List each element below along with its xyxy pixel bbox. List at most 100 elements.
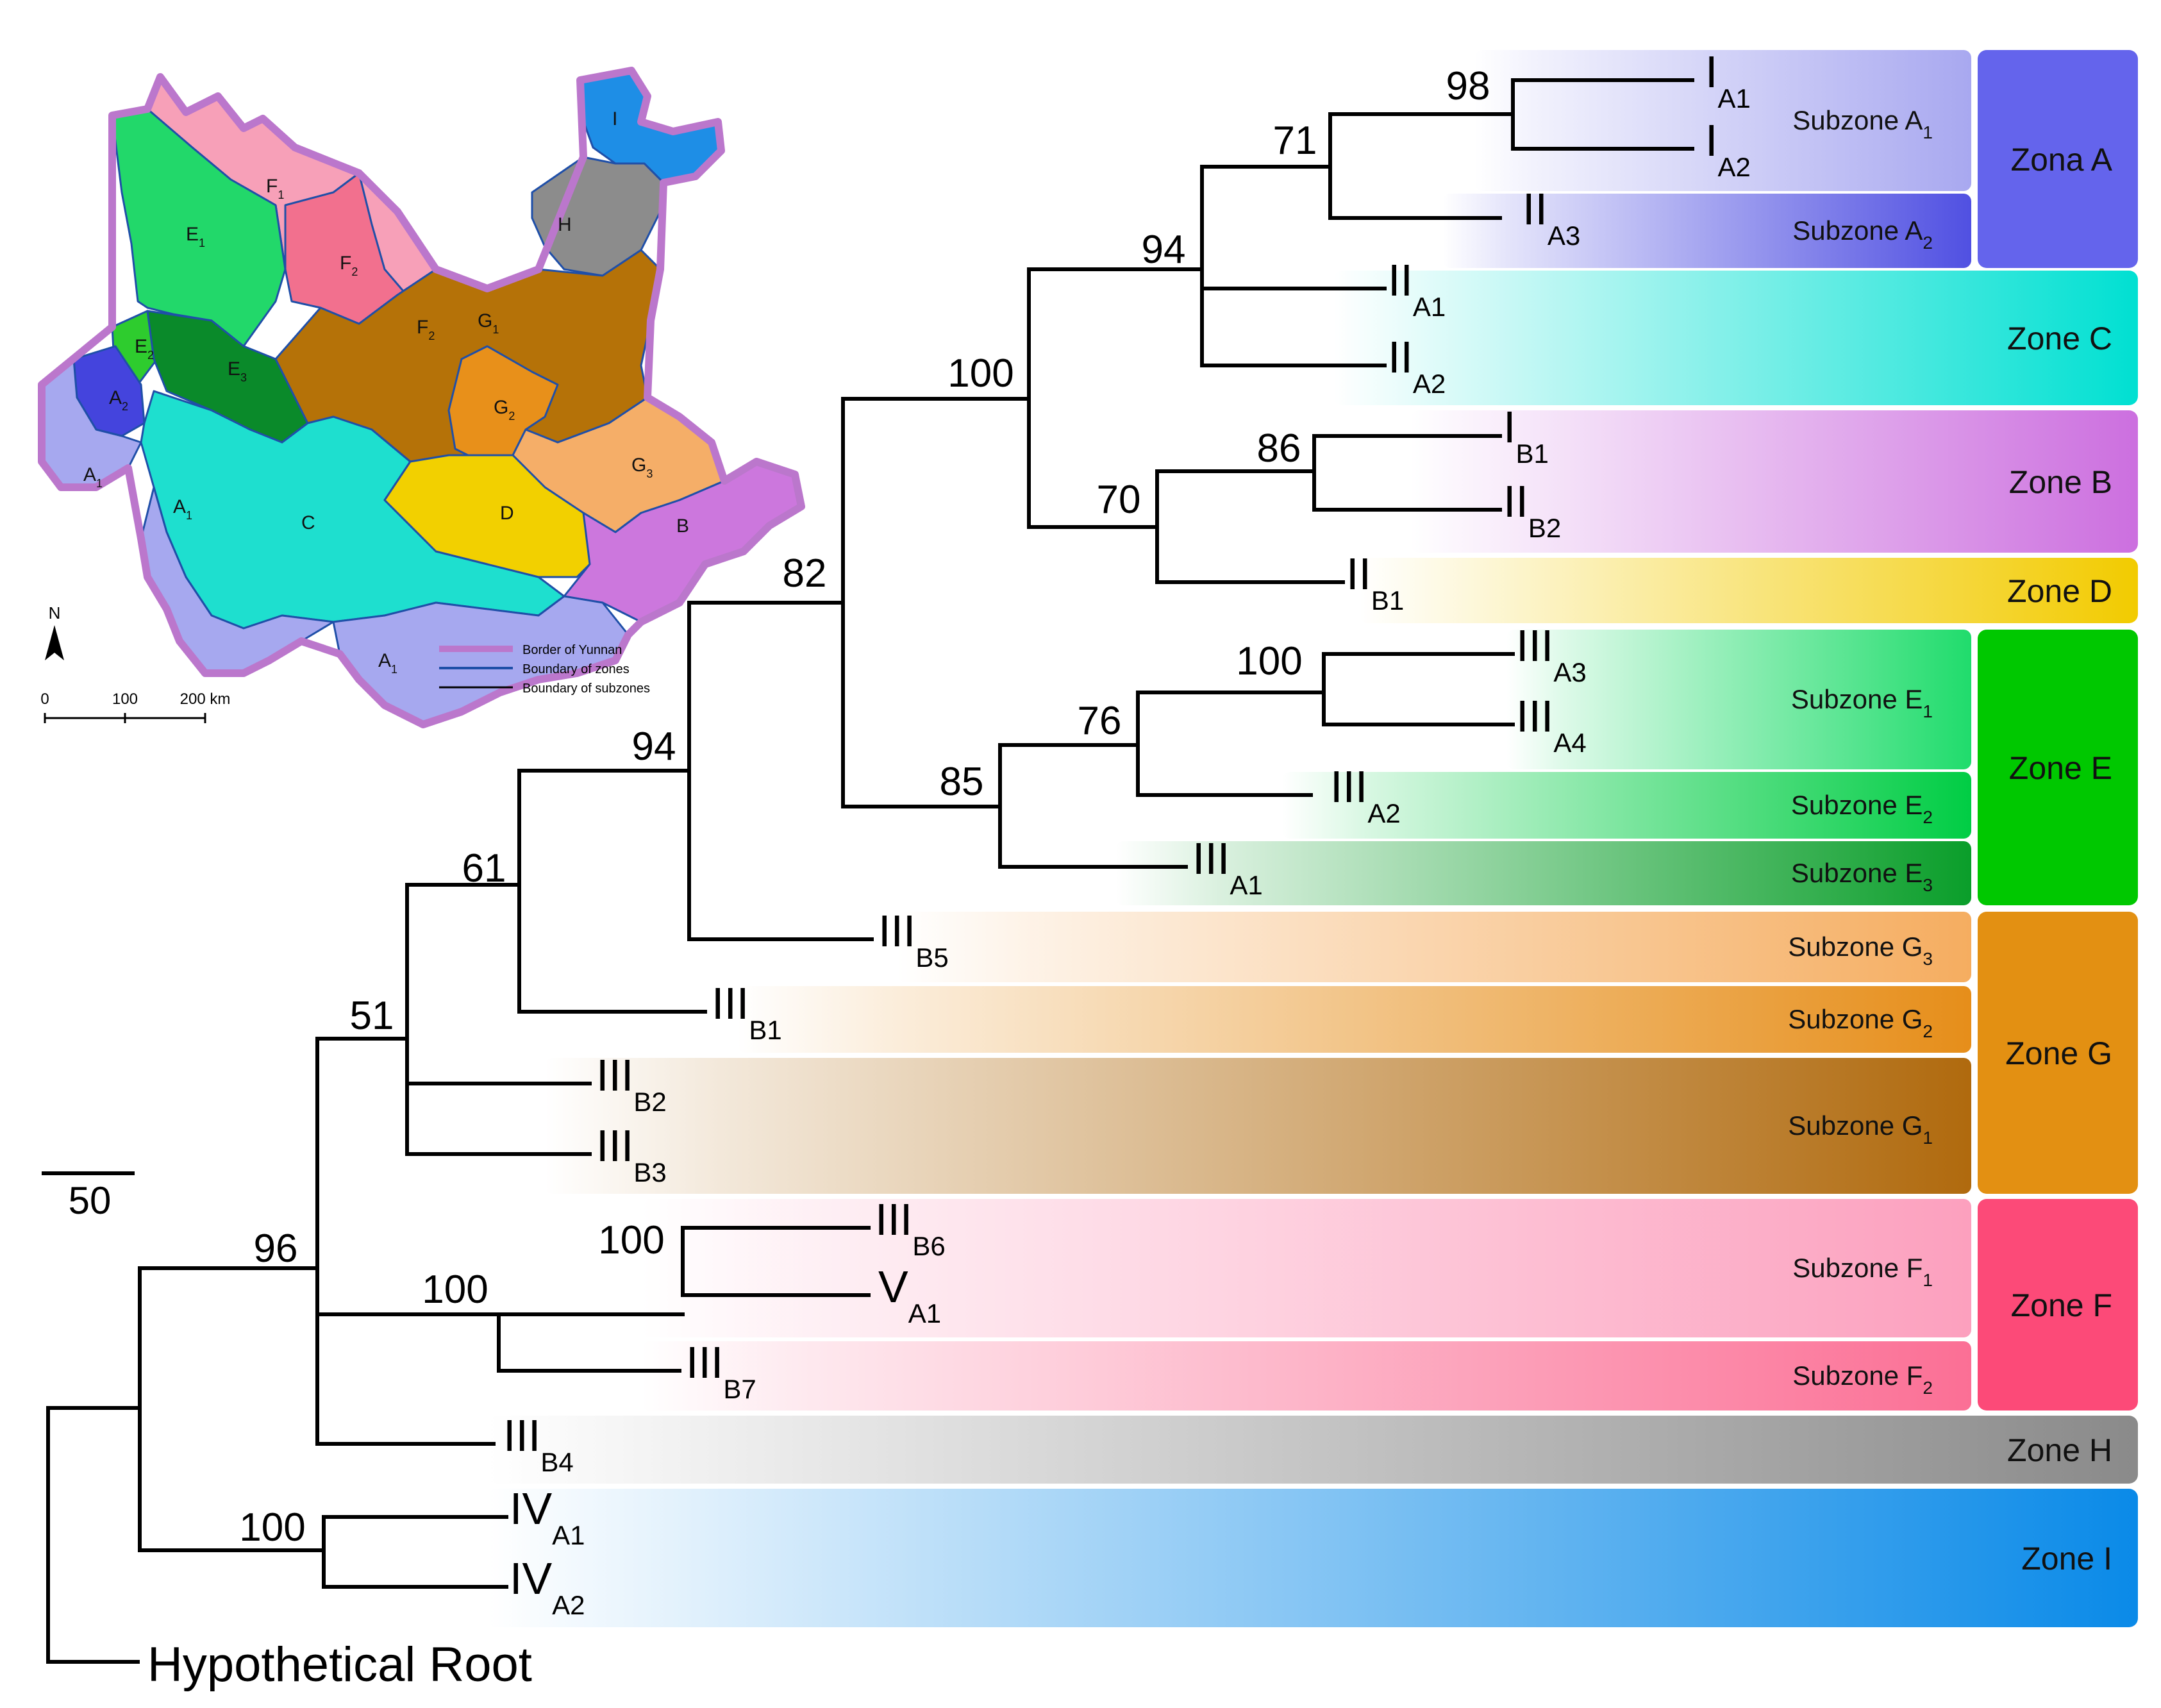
- tip-label: IA1: [1705, 47, 1751, 113]
- bootstrap-value: 71: [1273, 119, 1317, 163]
- tip-label: IIIA3: [1516, 621, 1587, 687]
- zone-label: Zone D: [2007, 573, 2112, 609]
- map-region-label: A1: [378, 650, 397, 676]
- tip-label: IVA1: [510, 1484, 585, 1550]
- tip-label: IIIB1: [712, 978, 782, 1045]
- map-region: [531, 156, 665, 277]
- bootstrap-value: 96: [254, 1227, 298, 1271]
- tip-label: IIIB6: [875, 1194, 946, 1261]
- bootstrap-value: 85: [940, 760, 984, 804]
- subzone-band: [1474, 50, 1971, 191]
- tip-label: IIIB7: [686, 1337, 756, 1404]
- subzone-band: [1506, 630, 1971, 769]
- tip-label: IIIB2: [596, 1050, 667, 1117]
- bootstrap-value: 100: [598, 1218, 664, 1262]
- bootstrap-value: 51: [350, 994, 394, 1038]
- zone-band: [1410, 410, 2138, 553]
- zone-label: Zone B: [2009, 464, 2112, 500]
- bootstrap-value: 61: [462, 846, 506, 891]
- map-legend-label: Border of Yunnan: [522, 643, 622, 657]
- map-region-label: F1: [266, 176, 284, 201]
- map-legend-label: Boundary of subzones: [522, 682, 650, 696]
- zone-band: [1978, 912, 2138, 1194]
- bootstrap-value: 94: [632, 724, 676, 769]
- subzone-band: [641, 1199, 1971, 1337]
- map-region-label: H: [558, 214, 572, 235]
- tip-label: IIIA2: [1330, 762, 1401, 828]
- map-scale-tick: 100: [112, 691, 138, 708]
- north-label: N: [49, 603, 61, 623]
- zone-label: Zone E: [2009, 750, 2112, 786]
- bootstrap-value: 70: [1097, 478, 1141, 522]
- tip-labels: IA1IA2IIA3IIA1IIA2IB1IIB2IIB1IIIA3IIIA4I…: [503, 47, 1751, 1620]
- map-region-label: F2: [417, 317, 435, 342]
- zone-band: [1333, 271, 2138, 405]
- map-legend-label: Boundary of zones: [522, 662, 630, 676]
- zone-band: [1978, 1199, 2138, 1411]
- map-region-label: G3: [631, 455, 653, 480]
- tip-label: IA2: [1705, 115, 1751, 182]
- map-region-label: C: [301, 512, 315, 533]
- zone-label: Zone I: [2021, 1541, 2112, 1577]
- map-scale-tick: 200 km: [180, 691, 231, 708]
- bootstrap-value: 76: [1078, 699, 1122, 743]
- zone-label: Zone F: [2011, 1287, 2112, 1323]
- bootstrap-value: 100: [239, 1505, 305, 1550]
- zone-label: Zone C: [2007, 321, 2112, 356]
- zone-band: [1978, 50, 2138, 268]
- zone-band: [487, 1489, 2138, 1627]
- bootstrap-value: 94: [1142, 228, 1186, 272]
- tip-label: IIA1: [1388, 255, 1446, 322]
- map-scale-tick: 0: [40, 691, 49, 708]
- bootstrap-value: 100: [947, 351, 1014, 396]
- subzone-band: [897, 912, 1971, 982]
- subzone-band: [641, 1341, 1971, 1411]
- root-label: Hypothetical Root: [147, 1637, 532, 1692]
- zone-label: Zone H: [2007, 1432, 2112, 1468]
- tip-label: IIIA1: [1192, 833, 1263, 900]
- map-region-label: G2: [494, 397, 515, 423]
- bootstrap-value: 100: [1236, 639, 1302, 683]
- map-region-label: E3: [228, 358, 247, 384]
- north-arrow-icon: [45, 625, 64, 660]
- subzone-band: [737, 986, 1971, 1053]
- phylogenetic-tree: [46, 78, 1694, 1664]
- tip-label: IIIA4: [1516, 691, 1587, 758]
- tip-label: IIB2: [1503, 476, 1561, 543]
- map-region-label: E1: [186, 224, 205, 249]
- map-region-label: A1: [173, 496, 192, 522]
- map-region-label: F2: [340, 253, 358, 278]
- tip-label: IIA3: [1523, 184, 1580, 251]
- zone-band: [1359, 558, 2138, 623]
- tip-label: IIIB5: [878, 906, 949, 973]
- map-region-label: E2: [135, 336, 154, 362]
- zone-band: [487, 1416, 2138, 1484]
- tip-label: VA1: [878, 1262, 941, 1328]
- tip-label: IVA2: [510, 1553, 585, 1620]
- yunnan-border: [38, 67, 805, 728]
- bootstrap-value: 98: [1446, 64, 1490, 108]
- scale-bar-label: 50: [69, 1179, 112, 1222]
- bootstrap-value: 100: [422, 1268, 488, 1312]
- bootstrap-value: 82: [783, 551, 827, 596]
- bootstrap-labels: 98 71 94 100 86 70 82 100 76 85 94 61 51 100 100 96 100: [239, 64, 1490, 1550]
- tip-label: IIA2: [1388, 332, 1446, 399]
- zone-band: [1978, 630, 2138, 905]
- subzone-band: [545, 1058, 1971, 1194]
- map-region-label: G1: [478, 310, 499, 336]
- tip-label: IIB1: [1346, 549, 1404, 615]
- bootstrap-value: 86: [1257, 426, 1301, 471]
- subzone-band: [1442, 194, 1971, 268]
- map-region-label: A2: [109, 387, 128, 413]
- map-region-label: B: [676, 515, 689, 537]
- map-region-label: D: [500, 503, 514, 524]
- tip-label: IB1: [1503, 402, 1549, 469]
- zone-label: Zona A: [2011, 142, 2113, 178]
- subzone-band: [1282, 772, 1971, 839]
- tip-label: IIIB3: [596, 1121, 667, 1187]
- map-region-label: I: [612, 108, 617, 130]
- map-region-label: A1: [83, 464, 103, 490]
